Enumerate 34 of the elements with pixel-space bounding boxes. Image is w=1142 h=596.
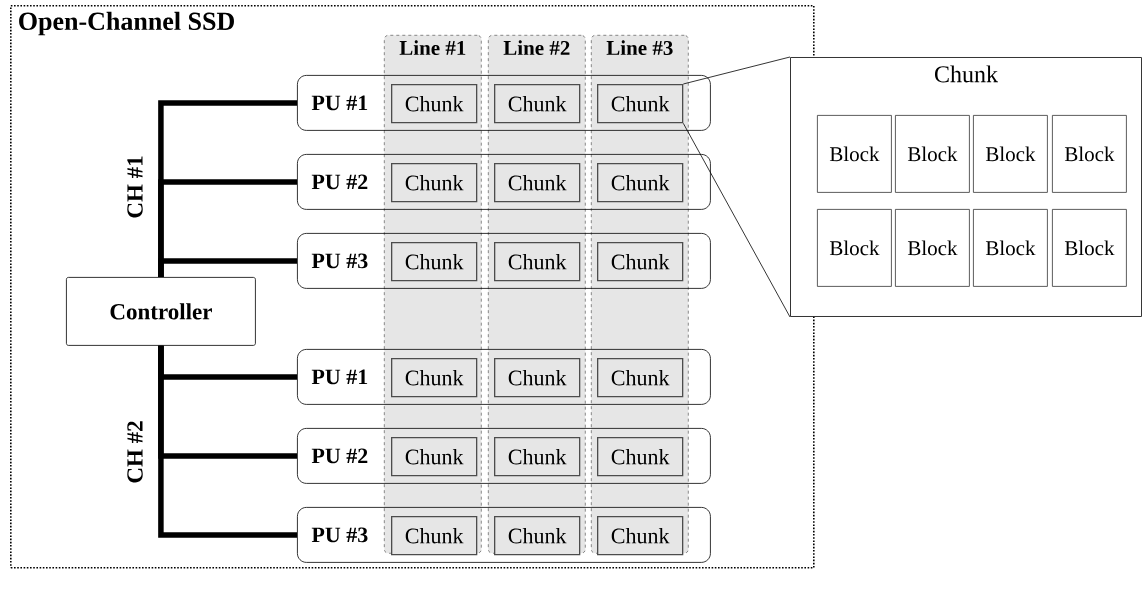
chunk-box: Chunk xyxy=(597,516,684,556)
chunk-box: Chunk xyxy=(494,84,581,124)
chunk-box: Chunk xyxy=(597,84,684,124)
chunk-box: Chunk xyxy=(494,437,581,477)
chunk-box: Chunk xyxy=(597,163,684,203)
node-label: Chunk xyxy=(934,65,999,83)
channel-label: CH #1 xyxy=(127,156,143,218)
channel-label: CH #2 xyxy=(127,421,143,483)
chunk-box: Chunk xyxy=(494,516,581,556)
block-box: Block xyxy=(817,209,892,287)
block-box: Block xyxy=(973,209,1048,287)
block-box: Block xyxy=(895,115,970,193)
bus-line xyxy=(158,345,297,538)
chunk-box: Chunk xyxy=(597,242,684,282)
bus-line xyxy=(158,258,297,277)
chunk-box: Chunk xyxy=(494,358,581,398)
chunk-box: Chunk xyxy=(391,242,478,282)
leader-line xyxy=(682,122,791,318)
chunk-box: Chunk xyxy=(391,358,478,398)
chunk-box: Chunk xyxy=(597,437,684,477)
chunk-box: Chunk xyxy=(391,516,478,556)
block-box: Block xyxy=(817,115,892,193)
leader-line xyxy=(682,56,791,85)
controller-box: Controller xyxy=(66,277,256,346)
chunk-box: Chunk xyxy=(494,163,581,203)
chunk-box: Chunk xyxy=(494,242,581,282)
block-box: Block xyxy=(1052,115,1127,193)
block-box: Block xyxy=(973,115,1048,193)
block-box: Block xyxy=(1052,209,1127,287)
block-box: Block xyxy=(895,209,970,287)
chunk-box: Chunk xyxy=(391,437,478,477)
chunk-box: Chunk xyxy=(391,84,478,124)
chunk-box: Chunk xyxy=(597,358,684,398)
chunk-box: Chunk xyxy=(391,163,478,203)
